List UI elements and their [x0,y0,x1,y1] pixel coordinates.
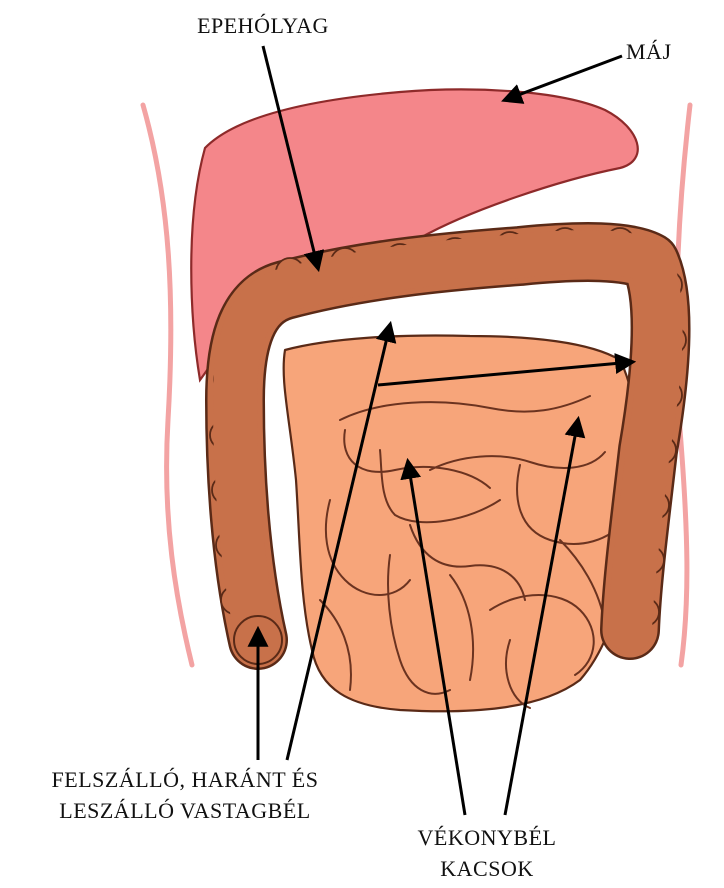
label-small-intestine-line2: KACSOK [440,856,533,881]
body-outline-left [143,105,192,665]
label-small-intestine-line1: VÉKONYBÉL [418,825,557,850]
small-intestine [284,336,637,712]
arrow-liver [505,56,622,100]
label-gallbladder: EPEHÓLYAG [197,13,329,38]
label-liver: MÁJ [626,39,672,64]
label-colon-line1: FELSZÁLLÓ, HARÁNT ÉS [52,767,319,792]
label-colon-line2: LESZÁLLÓ VASTAGBÉL [59,798,310,823]
